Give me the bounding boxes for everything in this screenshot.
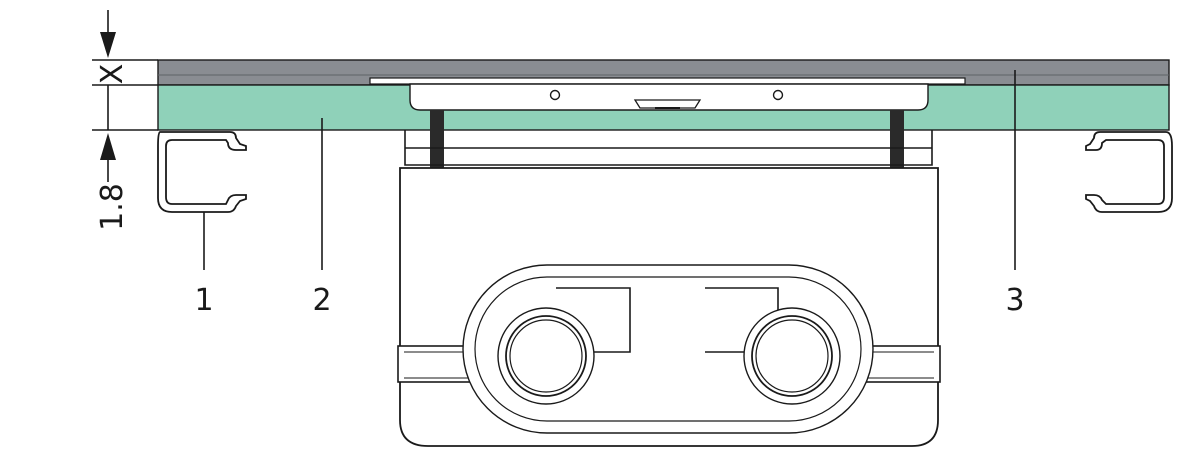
socket-ring-left-inner bbox=[509, 319, 583, 393]
screw-hole-left bbox=[549, 89, 561, 101]
dim-x-label: X bbox=[95, 64, 130, 85]
lid-plate bbox=[369, 77, 966, 85]
c-profile-left bbox=[157, 131, 247, 213]
dim-18-label: 1.8 bbox=[95, 183, 130, 231]
dimension-group: X 1.8 bbox=[92, 10, 158, 231]
part-label-2: 2 bbox=[312, 283, 331, 318]
arrow-head-bottom bbox=[100, 133, 116, 160]
lid-frame bbox=[409, 83, 929, 111]
arrow-head-top bbox=[100, 32, 116, 58]
floor-box bbox=[397, 130, 941, 447]
part-label-1: 1 bbox=[194, 283, 213, 318]
socket-ring-right-inner bbox=[755, 319, 829, 393]
part-label-3: 3 bbox=[1005, 283, 1024, 318]
screw-hole-right bbox=[772, 89, 784, 101]
latch bbox=[633, 99, 702, 109]
c-profile-right bbox=[1085, 131, 1173, 213]
